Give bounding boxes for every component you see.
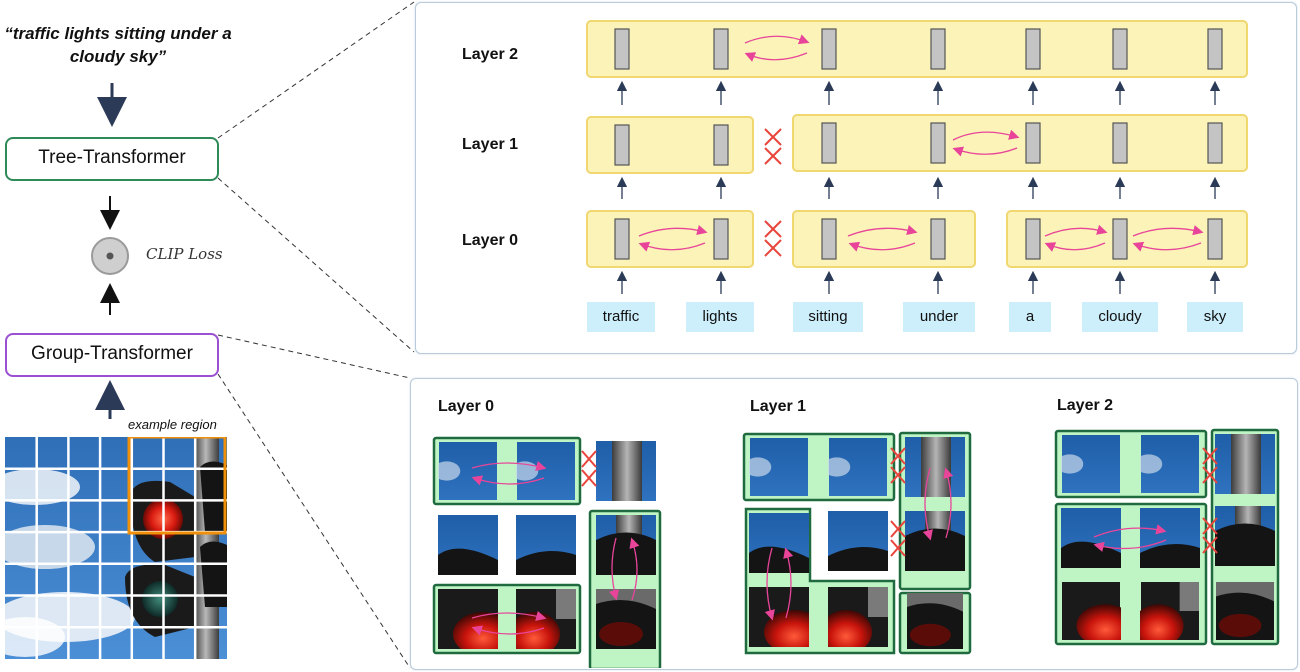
clip-loss-label: CLIP Loss bbox=[146, 245, 223, 263]
image-layer-2 bbox=[1054, 428, 1280, 646]
tree-transformer-diagram bbox=[586, 20, 1248, 294]
tree-transformer-box: Tree-Transformer bbox=[5, 137, 219, 181]
text-layer-1-label: Layer 1 bbox=[462, 136, 519, 153]
word-token: lights bbox=[686, 302, 754, 332]
word-token: sitting bbox=[793, 302, 863, 332]
layer2-group bbox=[586, 20, 1248, 78]
left-arrows bbox=[91, 83, 129, 419]
text-layer-2-label: Layer 2 bbox=[462, 46, 519, 63]
word-token: under bbox=[903, 302, 975, 332]
image-layer-1-label: Layer 1 bbox=[750, 398, 807, 415]
example-region-label: example region bbox=[128, 417, 217, 432]
word-token: traffic bbox=[587, 302, 655, 332]
text-layer-0-label: Layer 0 bbox=[462, 232, 519, 249]
layer0-group-b bbox=[792, 210, 976, 268]
word-token: a bbox=[1009, 302, 1051, 332]
word-token: cloudy bbox=[1082, 302, 1158, 332]
caption-text: “traffic lights sitting under a cloudy s… bbox=[4, 24, 232, 66]
image-layer-1 bbox=[742, 431, 972, 655]
example-region-box bbox=[127, 437, 227, 535]
group-transformer-diagram bbox=[432, 428, 1280, 668]
traffic-light-photo bbox=[5, 437, 227, 659]
image-layer-0 bbox=[432, 436, 662, 668]
image-layer-2-label: Layer 2 bbox=[1057, 397, 1114, 414]
word-token: sky bbox=[1187, 302, 1243, 332]
connector-lines bbox=[217, 1, 415, 669]
image-layer-0-label: Layer 0 bbox=[438, 398, 495, 415]
group-transformer-box: Group-Transformer bbox=[5, 333, 219, 377]
layer1-group-b bbox=[792, 114, 1248, 172]
